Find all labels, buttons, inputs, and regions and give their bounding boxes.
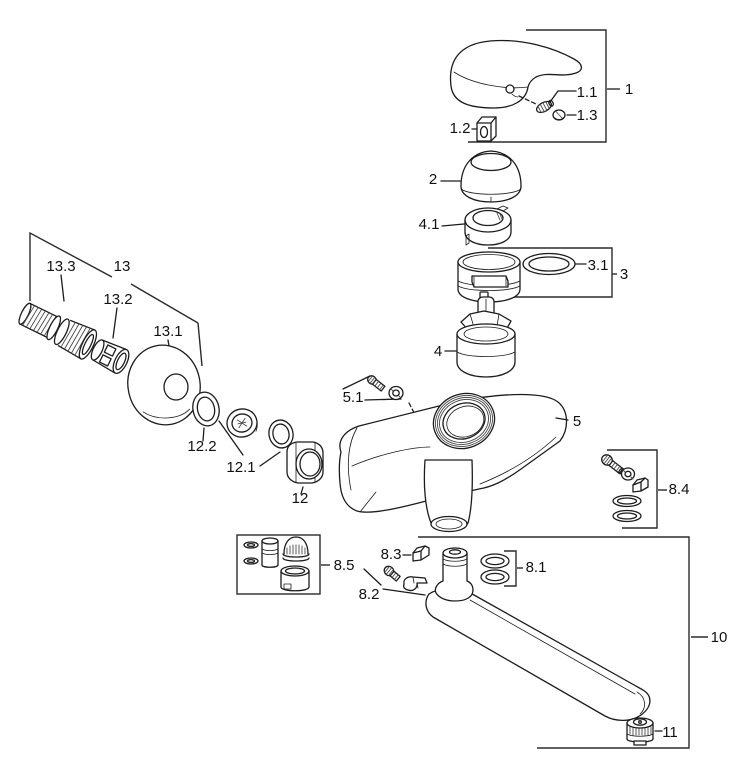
part-label-2: 2 <box>429 171 437 188</box>
leader-line <box>555 417 569 421</box>
part-13-bracket <box>29 231 203 367</box>
part-label-8-1: 8.1 <box>526 559 547 576</box>
bracket <box>504 550 517 587</box>
part-12-nut <box>286 441 324 495</box>
part-3-cap <box>457 251 521 303</box>
assembly-dashed-line <box>518 95 537 105</box>
leader-line <box>218 420 244 456</box>
part-label-11: 11 <box>662 724 678 741</box>
leader-line <box>259 451 281 467</box>
part-label-1: 1 <box>625 81 633 98</box>
part-label-8-5: 8.5 <box>334 557 355 574</box>
part-label-13: 13 <box>114 258 131 275</box>
part-8-3-wedge <box>402 545 430 562</box>
part-label-5-1: 5.1 <box>343 389 364 406</box>
part-10-spout <box>425 547 651 722</box>
part-label-12-2: 12.2 <box>187 438 216 455</box>
part-3-1-oring <box>522 252 587 276</box>
labels: 1 1.1 1.2 1.3 2 4.1 3.1 3 4 5.1 5 13.3 1… <box>46 81 727 741</box>
part-label-1-1: 1.1 <box>577 84 598 101</box>
part-8-5-kit <box>236 534 330 595</box>
part-label-13-3: 13.3 <box>46 258 75 275</box>
part-3-group-box <box>488 247 617 298</box>
part-2-cap <box>440 150 522 203</box>
part-label-1-3: 1.3 <box>577 107 598 124</box>
part-13-3-connector <box>18 274 98 360</box>
part-8-2-leaders <box>363 568 426 596</box>
leader-line <box>112 307 118 339</box>
leader-line <box>202 427 205 442</box>
part-10-group-box <box>418 536 708 749</box>
part-label-8-3: 8.3 <box>381 546 402 563</box>
part-1-1-screw <box>535 90 577 114</box>
leader-line <box>549 90 577 103</box>
leader-line <box>441 223 465 227</box>
part-label-12: 12 <box>292 490 309 507</box>
part-label-8-2: 8.2 <box>359 586 380 603</box>
part-label-4: 4 <box>434 343 442 360</box>
part-12-1-valve-set <box>218 408 294 467</box>
part-label-3-1: 3.1 <box>588 257 609 274</box>
part-label-12-1: 12.1 <box>226 459 255 476</box>
part-label-3: 3 <box>620 266 628 283</box>
part-8-2-fixing-set <box>383 565 428 592</box>
part-11-aerator <box>626 717 663 746</box>
leader-line <box>342 375 371 390</box>
part-1-handle <box>449 39 583 109</box>
leader-line <box>300 486 304 495</box>
part-1-2-plug <box>471 116 497 142</box>
part-1-group-box <box>468 29 620 143</box>
part-label-1-2: 1.2 <box>450 120 471 137</box>
part-12-2-ring <box>192 391 220 442</box>
part-label-10: 10 <box>711 629 728 646</box>
part-1-3-screw <box>552 109 577 121</box>
part-13-2-insert <box>90 307 130 375</box>
part-label-13-1: 13.1 <box>153 323 182 340</box>
part-5-1-screw-set <box>342 375 422 427</box>
part-8-1-orings <box>480 550 523 587</box>
part-label-5: 5 <box>573 413 581 430</box>
part-label-13-2: 13.2 <box>103 291 132 308</box>
part-label-8-4: 8.4 <box>669 481 690 498</box>
part-4-1-ring <box>441 205 512 246</box>
part-4-cartridge <box>444 291 516 378</box>
part-8-4-kit <box>601 449 667 529</box>
leader-line <box>60 274 65 302</box>
part-13-1-escutcheon <box>127 339 201 426</box>
part-5-body <box>338 392 569 533</box>
part-label-4-1: 4.1 <box>419 216 440 233</box>
